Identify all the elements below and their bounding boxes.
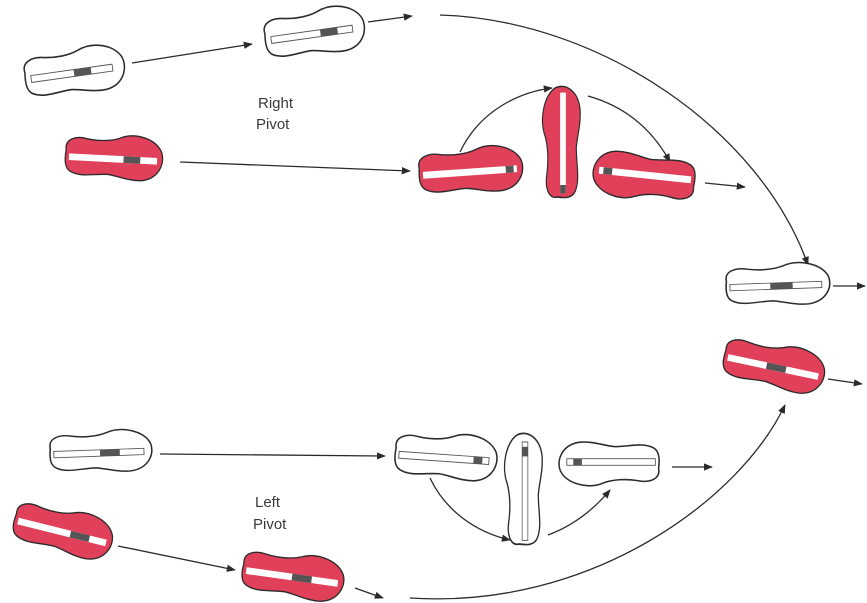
arrow (430, 478, 510, 540)
red-footprint (9, 497, 117, 564)
white-footprint (725, 262, 830, 307)
red-footprint (591, 149, 697, 205)
left-pivot-label-line1: Left (255, 494, 281, 511)
arrow (368, 16, 412, 22)
white-footprint (559, 442, 659, 486)
red-footprint (543, 86, 581, 197)
red-footprint (720, 333, 829, 398)
red-footprint (240, 546, 347, 603)
arrow (460, 88, 552, 152)
arrow (132, 44, 252, 63)
white-footprint (22, 41, 127, 100)
white-footprint (505, 433, 543, 544)
arrow (355, 588, 383, 598)
left-pivot-label-line2: Pivot (253, 516, 287, 533)
red-footprint (64, 132, 164, 181)
red-footprint (417, 144, 524, 197)
right-pivot-label-line1: Right (258, 95, 294, 112)
arrow (828, 379, 862, 384)
arrow (180, 162, 410, 171)
arrow (118, 546, 235, 570)
arrows (118, 15, 865, 599)
arrow (588, 96, 670, 162)
white-footprint (394, 430, 499, 483)
white-footprint (262, 2, 367, 61)
right-pivot-label-line2: Pivot (256, 116, 290, 133)
arrow (160, 454, 385, 456)
footprints (9, 2, 830, 603)
arrow (548, 490, 610, 535)
arrow (705, 183, 745, 187)
arrow (440, 15, 808, 265)
white-footprint (49, 429, 152, 474)
labels: Right Pivot Left Pivot (253, 95, 294, 533)
